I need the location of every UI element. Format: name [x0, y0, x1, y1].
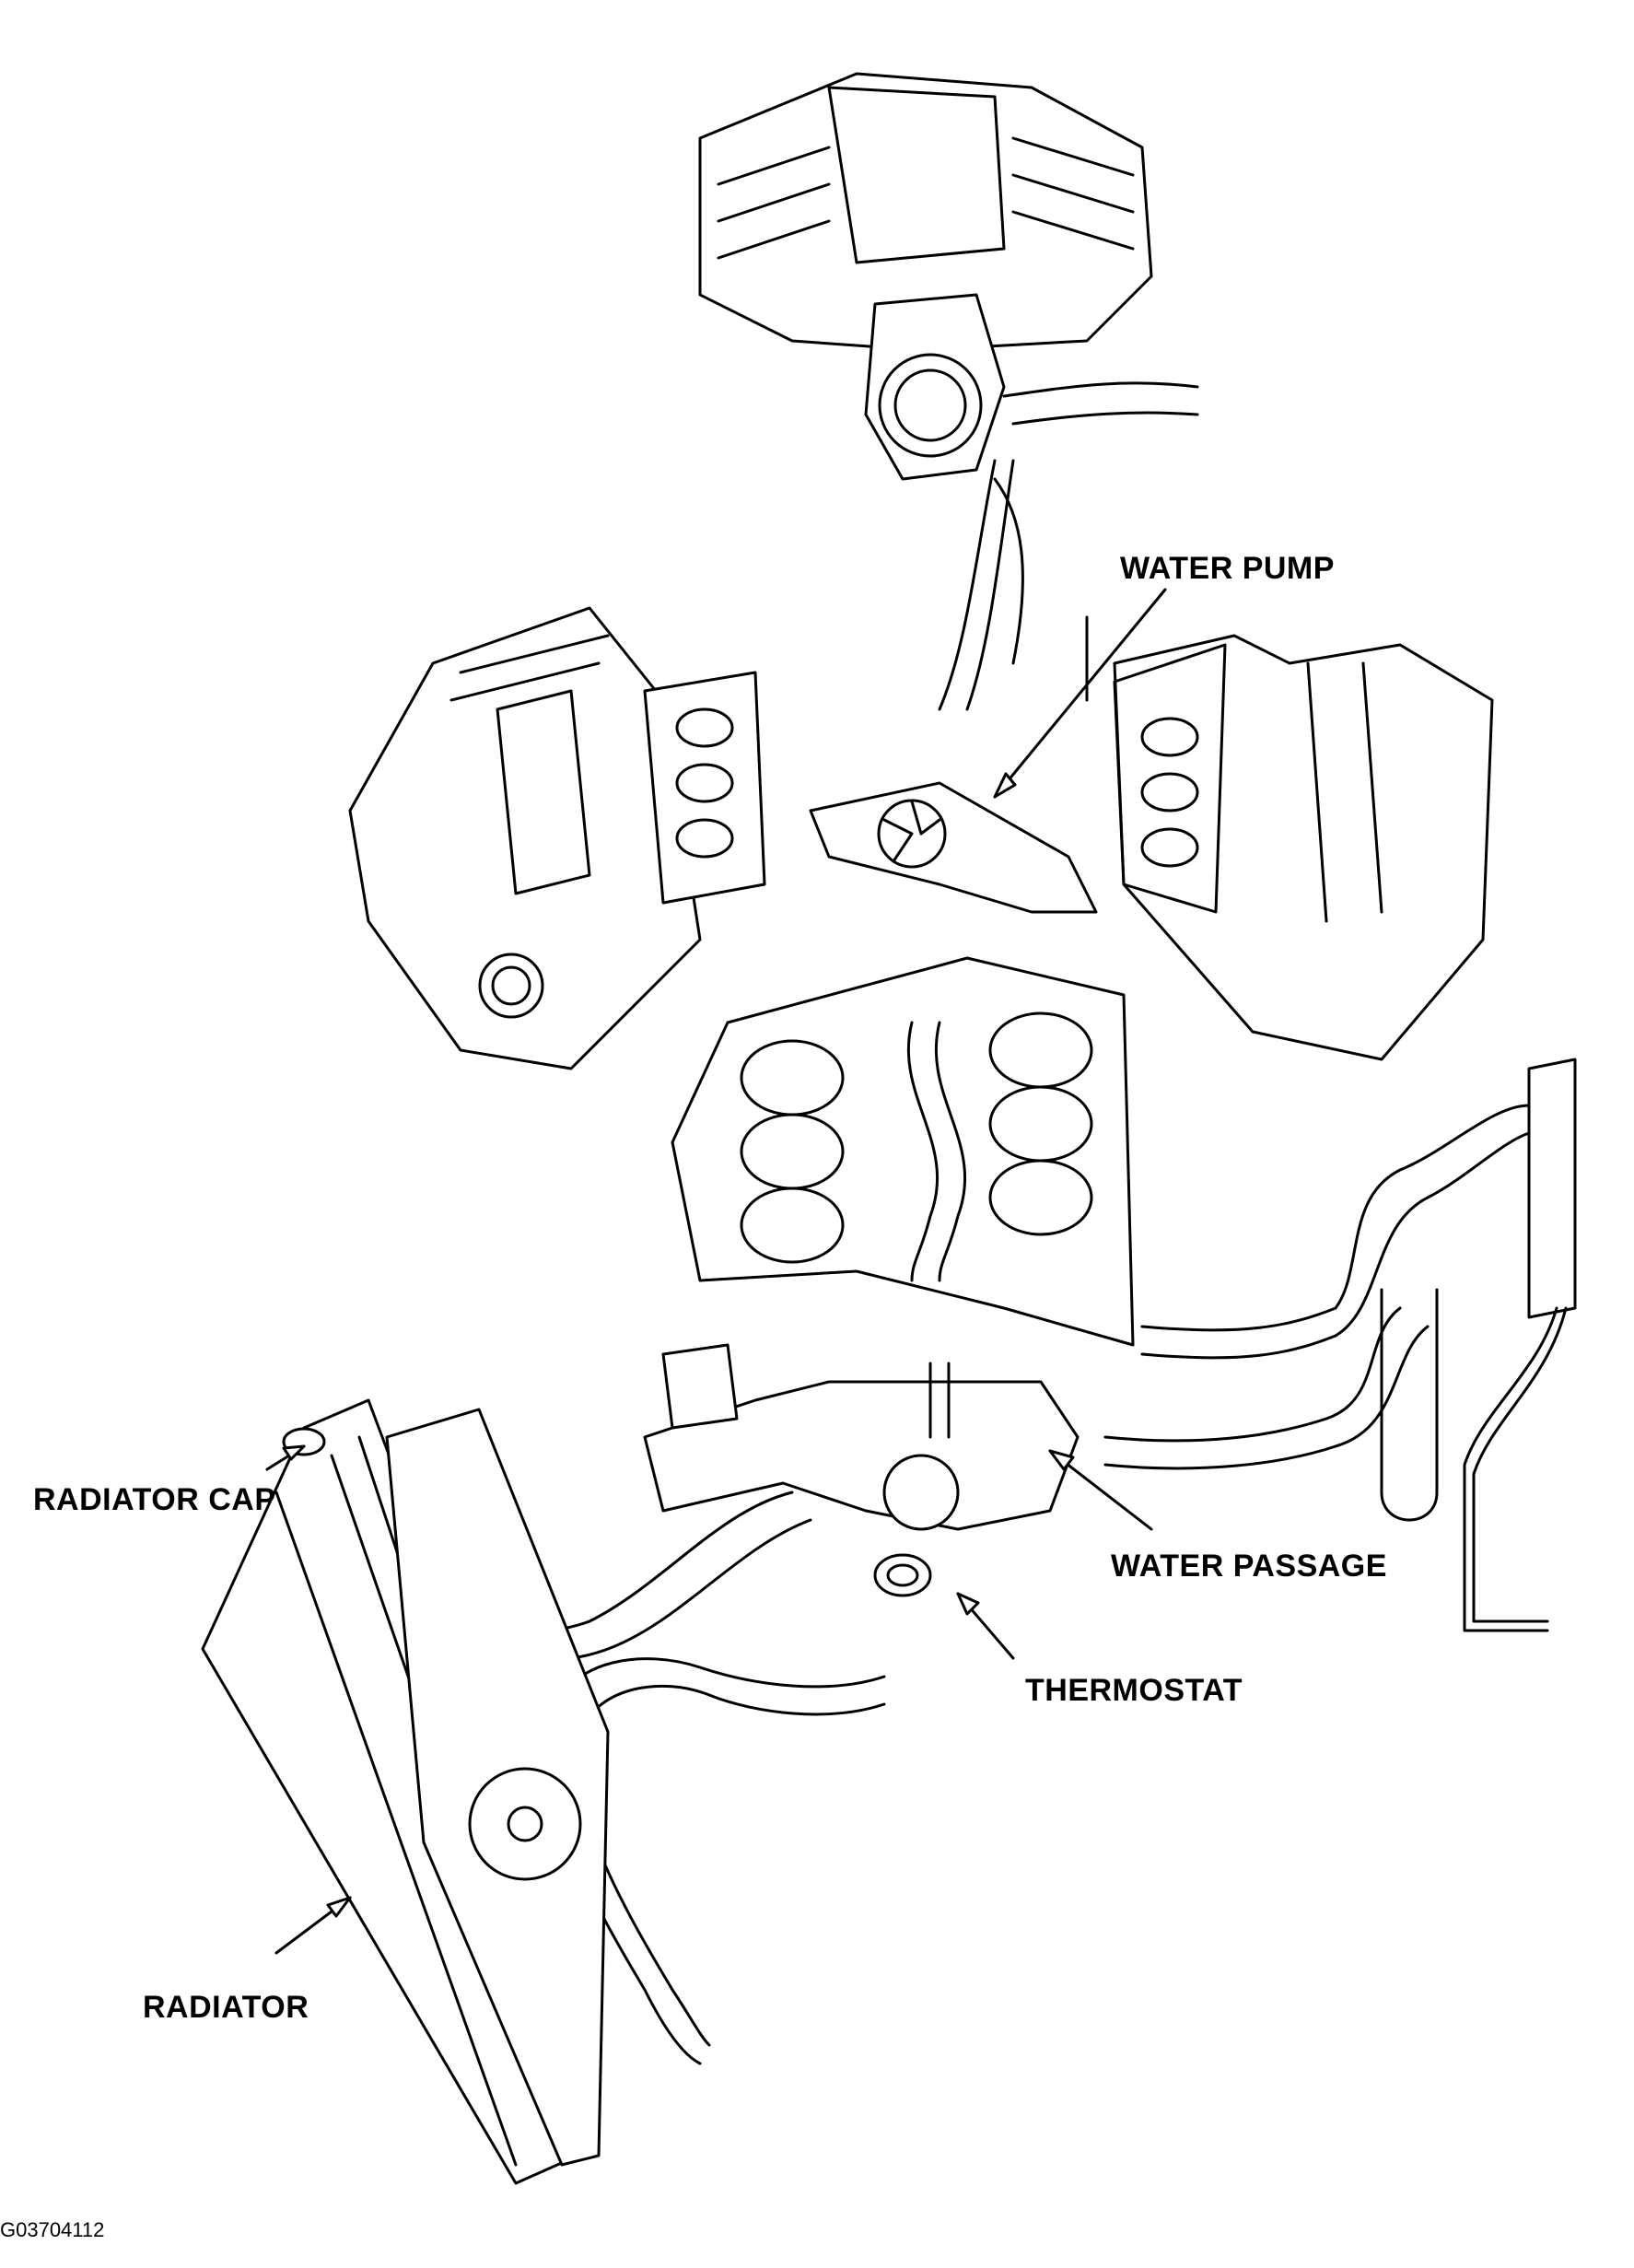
left-cylinder-head — [348, 606, 766, 1070]
radiator-cap-label: RADIATOR CAP — [33, 1482, 276, 1517]
thermostat-label: THERMOSTAT — [1025, 1673, 1243, 1708]
water-pump-label: WATER PUMP — [1120, 551, 1335, 586]
intake-manifold — [698, 72, 1199, 711]
water-passage-and-thermostat-housing — [643, 1343, 1080, 1597]
right-cylinder-head — [1113, 634, 1494, 1061]
water-passage-label: WATER PASSAGE — [1111, 1549, 1387, 1584]
callout-leaders — [265, 588, 1167, 1955]
figure-id: G03704112 — [0, 2218, 105, 2241]
water-pump — [809, 615, 1098, 914]
radiator-label: RADIATOR — [143, 1990, 309, 2025]
heater-core-and-hoses — [1103, 1058, 1577, 1632]
radiator — [201, 1398, 610, 2185]
engine-block — [671, 956, 1135, 1347]
